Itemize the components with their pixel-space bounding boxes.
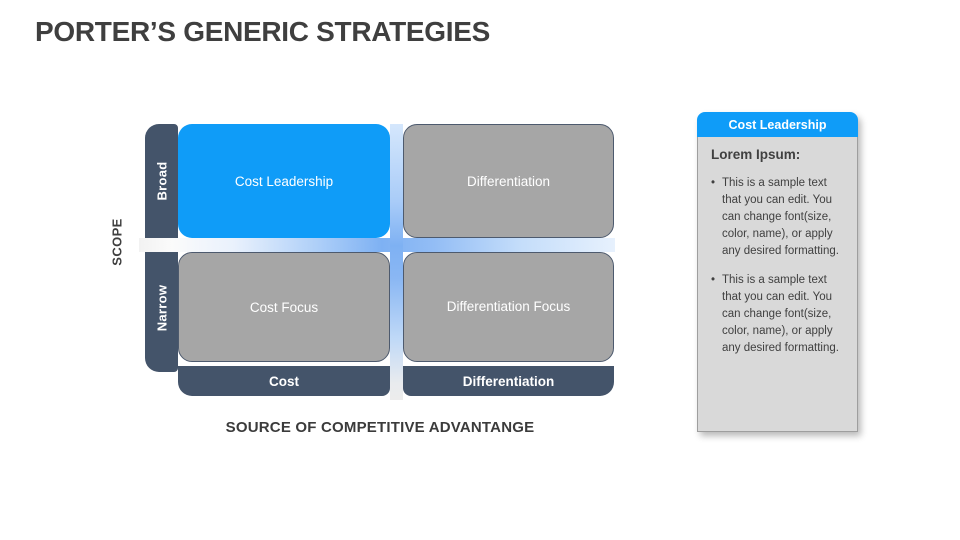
quadrant-label: Cost Focus — [249, 299, 319, 315]
quadrant-label: Cost Leadership — [234, 173, 334, 189]
row-label-broad: Broad — [154, 161, 170, 201]
column-label-cost: Cost — [269, 373, 299, 389]
info-card-body: Lorem Ipsum: This is a sample text that … — [697, 137, 858, 432]
row-label-narrow: Narrow — [154, 284, 170, 332]
quadrant-differentiation: Differentiation — [403, 124, 614, 238]
info-card: Cost Leadership Lorem Ipsum: This is a s… — [697, 112, 858, 432]
bullet-item: This is a sample text that you can edit.… — [711, 175, 840, 260]
horizontal-gradient-divider — [139, 238, 615, 252]
quadrant-differentiation-focus: Differentiation Focus — [403, 252, 614, 362]
quadrant-cost-leadership: Cost Leadership — [178, 124, 390, 238]
bullet-list: This is a sample text that you can edit.… — [711, 175, 849, 357]
quadrant-label: Differentiation Focus — [446, 298, 571, 314]
info-card-subtitle: Lorem Ipsum: — [711, 147, 801, 162]
column-label-differentiation: Differentiation — [462, 373, 555, 389]
y-axis-label: SCOPE — [109, 218, 125, 266]
quadrant-label: Differentiation — [466, 173, 551, 189]
quadrant-cost-focus: Cost Focus — [178, 252, 390, 362]
info-card-header: Cost Leadership — [697, 112, 858, 137]
x-axis-label: SOURCE OF COMPETITIVE ADVANTANGE — [225, 419, 535, 436]
vertical-gradient-divider — [390, 124, 403, 400]
bullet-item: This is a sample text that you can edit.… — [711, 272, 840, 357]
column-bar-cost: Cost — [178, 366, 390, 396]
info-card-title: Cost Leadership — [728, 117, 827, 132]
page-title: PORTER’S GENERIC STRATEGIES — [35, 16, 490, 47]
column-bar-differentiation: Differentiation — [403, 366, 614, 396]
